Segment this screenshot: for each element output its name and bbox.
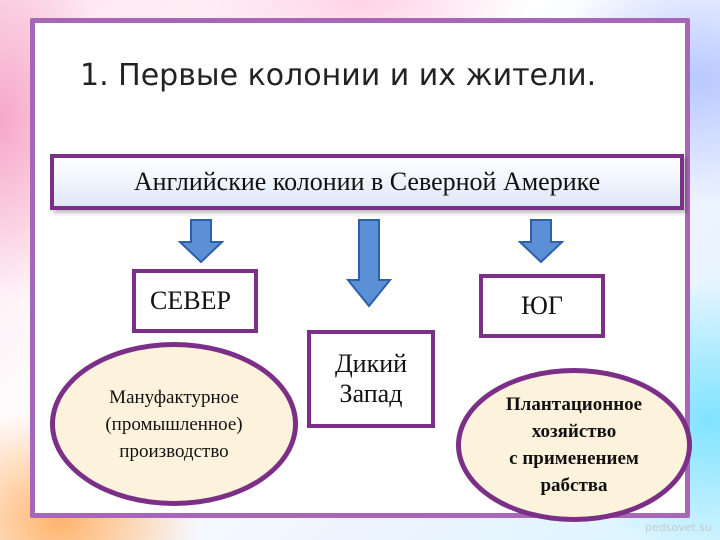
wild-west-line2: Запад bbox=[339, 379, 403, 408]
north-box: СЕВЕР bbox=[132, 269, 258, 333]
colonies-box: Английские колонии в Северной Америке bbox=[50, 154, 684, 210]
arrow-down-center-icon bbox=[346, 219, 392, 308]
arrow-down-left-icon bbox=[178, 219, 224, 264]
south-economy-line2: хозяйство bbox=[531, 421, 617, 442]
north-economy-line1: Мануфактурное bbox=[109, 386, 239, 408]
north-economy-line3: производство bbox=[119, 440, 229, 462]
north-economy-ellipse: Мануфактурное (промышленное) производств… bbox=[50, 342, 298, 506]
wild-west-line1: Дикий bbox=[334, 349, 408, 378]
north-economy-line2: (промышленное) bbox=[105, 413, 243, 435]
south-economy-line4: рабства bbox=[540, 475, 608, 496]
south-economy-line3: с применением bbox=[509, 448, 639, 469]
watermark: pedsovet.su bbox=[645, 521, 712, 534]
south-economy-line1: Плантационное bbox=[505, 394, 643, 415]
south-economy-ellipse: Плантационное хозяйство с применением ра… bbox=[456, 368, 692, 522]
arrow-down-right-icon bbox=[518, 219, 564, 264]
slide-title: 1. Первые колонии и их жители. bbox=[80, 58, 597, 93]
south-box: ЮГ bbox=[479, 274, 605, 338]
wild-west-box: Дикий Запад bbox=[307, 330, 435, 428]
